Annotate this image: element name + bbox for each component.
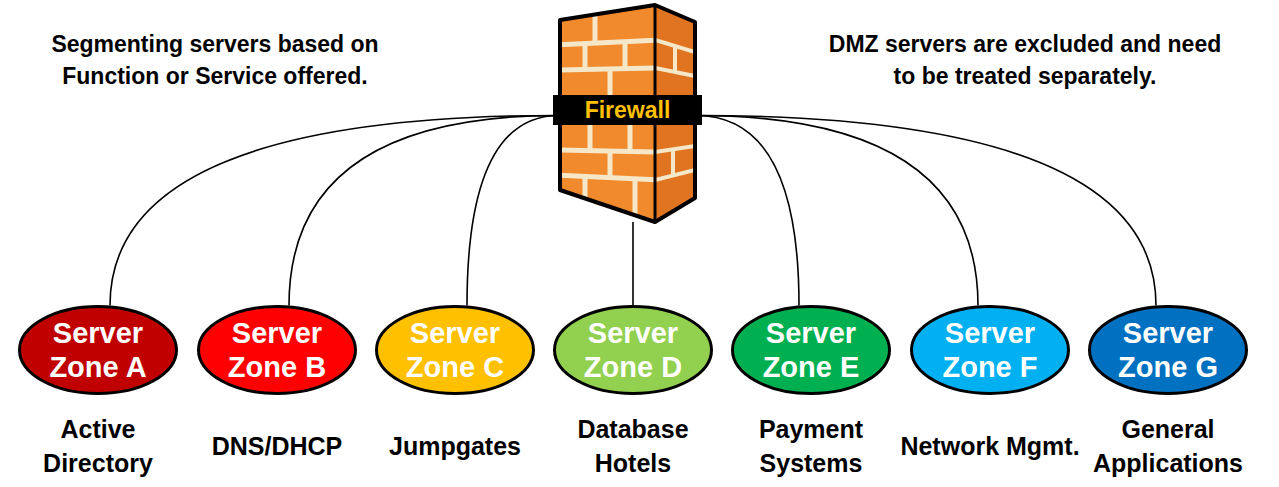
firewall-label: Firewall [555,95,700,125]
zone-caption: Jumpgates [389,429,521,463]
server-zone: Server Zone GGeneral Applications [1088,305,1248,395]
zone-caption-box: Network Mgmt. [895,412,1085,480]
connector-line [696,115,799,305]
zone-caption-box: Active Directory [3,412,193,480]
zone-body: Server Zone G [1088,305,1248,395]
zone-caption: Active Directory [3,412,193,480]
connector-line [467,115,559,305]
zone-body: Server Zone B [197,305,357,395]
firewall-node: Firewall [555,0,700,222]
connector-line [632,222,634,305]
server-zone: Server Zone DDatabase Hotels [553,305,713,395]
zone-body: Server Zone C [375,305,535,395]
note-text: Segmenting servers based on Function or … [10,28,420,92]
zone-title: Server Zone B [211,316,343,384]
zone-title: Server Zone C [389,316,521,384]
zone-title: Server Zone F [924,316,1056,384]
zone-title: Server Zone A [32,316,164,384]
zone-title: Server Zone D [567,316,699,384]
zone-caption-box: Jumpgates [360,412,550,480]
server-zone: Server Zone FNetwork Mgmt. [910,305,1070,395]
server-zone: Server Zone EPayment Systems [731,305,891,395]
zone-caption-box: DNS/DHCP [182,412,372,480]
zone-caption: Payment Systems [716,412,906,480]
zone-body: Server Zone E [731,305,891,395]
zone-caption: General Applications [1073,412,1263,480]
note-text: DMZ servers are excluded and need to be … [815,28,1235,92]
zone-caption-box: Database Hotels [538,412,728,480]
zone-body: Server Zone A [18,305,178,395]
zone-caption: Database Hotels [538,412,728,480]
zone-title: Server Zone E [745,316,877,384]
zone-caption-box: General Applications [1073,412,1263,480]
zone-body: Server Zone F [910,305,1070,395]
zone-caption: DNS/DHCP [212,429,343,463]
connector-line [696,115,978,305]
connector-line [696,115,1156,305]
server-zone: Server Zone BDNS/DHCP [197,305,357,395]
zone-caption-box: Payment Systems [716,412,906,480]
connector-line [110,115,559,305]
connector-line [289,115,559,305]
zone-title: Server Zone G [1102,316,1234,384]
zone-caption: Network Mgmt. [900,429,1079,463]
server-zone: Server Zone AActive Directory [18,305,178,395]
zone-body: Server Zone D [553,305,713,395]
server-zone: Server Zone CJumpgates [375,305,535,395]
